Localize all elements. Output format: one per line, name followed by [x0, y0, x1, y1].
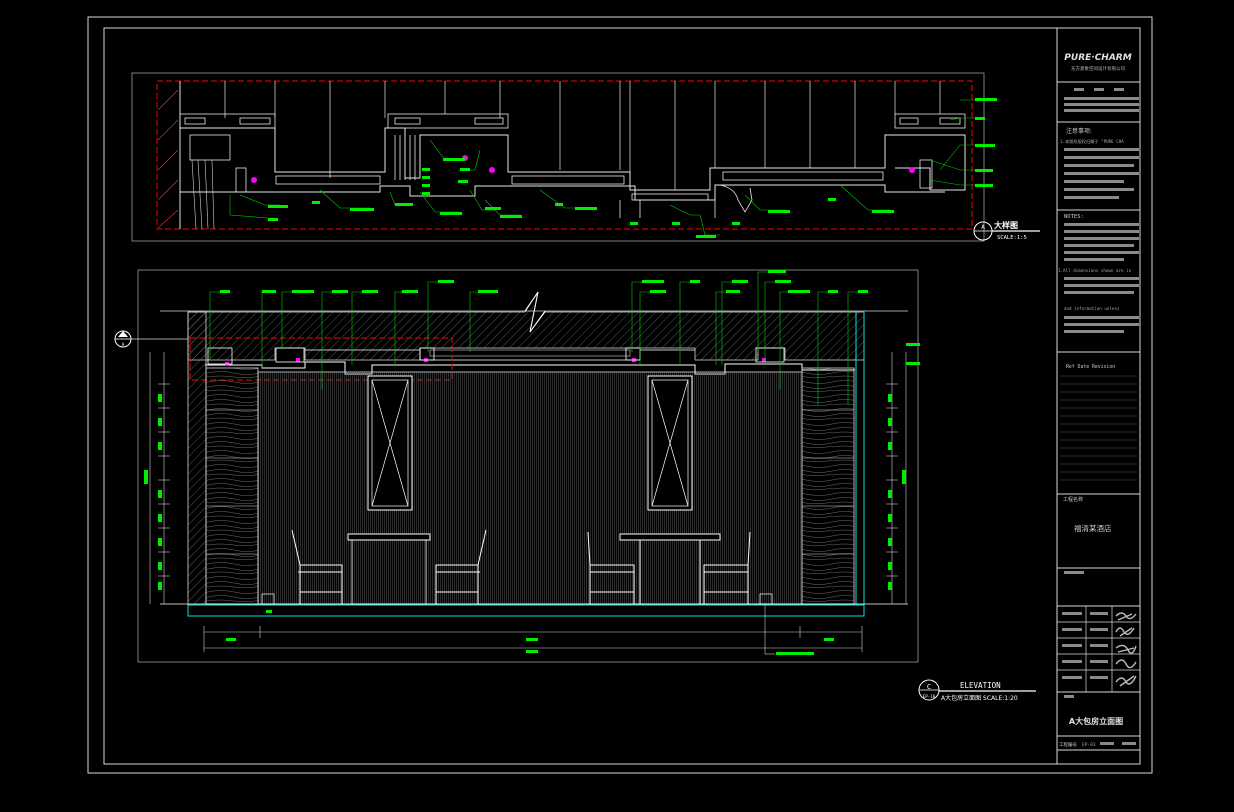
floor-slab: [187, 604, 865, 617]
revision-header: Ref Date Revision: [1066, 364, 1115, 370]
elevation-marker-letter: C: [927, 683, 931, 691]
detail-callout-marker: A: [114, 330, 188, 348]
elevation-view: A C EP-10 ELEVATION A大包房立面图 SCALE:1:20: [114, 269, 1036, 702]
horizontal-dimensions: [203, 604, 863, 655]
notes-line-1: 1.All dimensions shown are in: [1058, 268, 1132, 273]
right-wood-panel: [801, 367, 855, 605]
ceiling-profile: [180, 127, 966, 191]
sheet-inner-border: [103, 27, 1141, 765]
elevation-annotations: [209, 271, 858, 405]
elevation-title-en: ELEVATION: [960, 681, 1001, 690]
title-block: PURE·CHARM 东方意象空间设计有限公司 注意事项: 1.本图纸版权归属于…: [1056, 28, 1140, 764]
wall-art-right: [647, 375, 693, 511]
project-name: 福清某酒店: [1074, 523, 1112, 533]
elevation-title-cn: A大包房立面图 SCALE:1:20: [941, 694, 1018, 702]
company-logo: PURE·CHARM: [1064, 53, 1131, 63]
company-subtitle: 东方意象空间设计有限公司: [1071, 65, 1125, 72]
caution-title: 注意事项:: [1066, 127, 1092, 135]
elevation-title-marker: C EP-10 ELEVATION A大包房立面图 SCALE:1:20: [918, 679, 1036, 702]
detail-callout-number: A: [122, 342, 125, 348]
section-view-scale: SCALE:1:5: [997, 235, 1027, 241]
sheet-code: EP-03: [1082, 742, 1096, 748]
elevation-marker-sheet: EP-10: [923, 694, 936, 699]
signatures: [1115, 612, 1137, 687]
left-wood-panel: [205, 367, 259, 605]
section-detail: A 大样图 SCALE:1:5: [131, 72, 1040, 242]
section-title-marker: A 大样图 SCALE:1:5: [973, 220, 1040, 241]
section-label-blocks: [268, 98, 997, 238]
fabric-wall-panel: [257, 371, 803, 605]
furniture: [291, 529, 751, 605]
notes-title: NOTES:: [1064, 214, 1084, 220]
caution-line: 1.本图纸版权归属于 "PURE CHA: [1060, 138, 1124, 145]
section-marker-number: A: [981, 224, 985, 231]
project-label: 工程名称: [1063, 496, 1083, 503]
drawing-no-label: 工程编号: [1059, 741, 1077, 748]
notes-line-2: and information unless: [1064, 306, 1120, 311]
section-light-markers: [251, 155, 915, 183]
wall-art-left: [367, 375, 413, 511]
sheet-outer-border: [87, 16, 1153, 774]
drawing-title: A大包房立面图: [1069, 716, 1123, 726]
section-cut-boundary: [156, 80, 973, 230]
section-view-title: 大样图: [994, 220, 1018, 230]
